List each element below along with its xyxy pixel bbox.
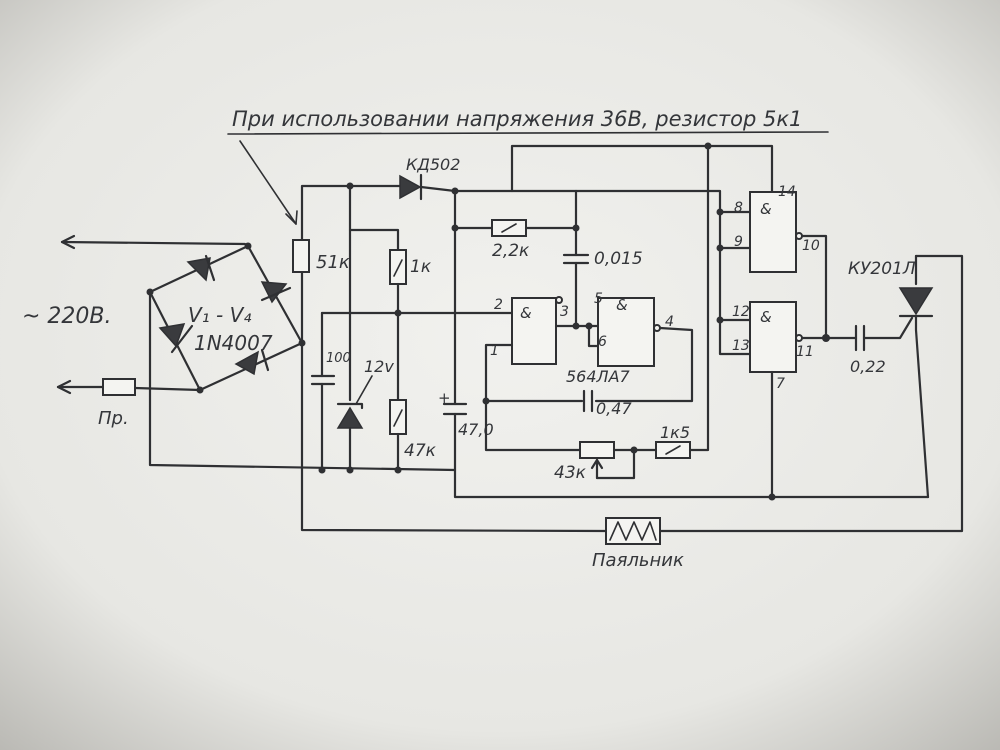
resistor-47k-mark bbox=[393, 409, 403, 427]
pin-10: 10 bbox=[802, 238, 820, 254]
zener-label: 12v bbox=[364, 357, 394, 376]
capacitor-0-47-label: 0,47 bbox=[596, 399, 632, 418]
pin-2: 2 bbox=[494, 297, 503, 313]
thyristor-anode-wire bbox=[658, 254, 964, 533]
resistor-1k-label: 1к bbox=[410, 257, 432, 277]
chip-label: 564ЛА7 bbox=[566, 367, 631, 386]
gate-1-inverter-bubble bbox=[555, 296, 563, 304]
gate-3-output bbox=[800, 234, 828, 340]
gate-2-input-6 bbox=[587, 324, 600, 348]
junction-634-450 bbox=[630, 446, 638, 454]
supply-to-u2 bbox=[510, 189, 722, 214]
capacitor-470-label: 47,0 bbox=[458, 420, 494, 439]
gate-drive-wire bbox=[862, 316, 914, 340]
ground-rail bbox=[453, 412, 930, 499]
junction-350-470 bbox=[346, 466, 354, 474]
pin-6: 6 bbox=[598, 334, 607, 350]
pin-7: 7 bbox=[776, 376, 785, 392]
load-wire-left bbox=[300, 341, 608, 533]
diode-kd502 bbox=[399, 174, 422, 200]
fuse-label: Пр. bbox=[98, 408, 129, 429]
pin-11: 11 bbox=[796, 344, 814, 360]
gate-4 bbox=[749, 301, 797, 373]
pin-14: 14 bbox=[778, 184, 796, 200]
capacitor-100-label: 100 bbox=[326, 351, 351, 366]
note-underline bbox=[227, 131, 829, 135]
pin-1: 1 bbox=[490, 343, 499, 359]
bridge-part-label: 1N4007 bbox=[194, 331, 273, 355]
u2-input-wires bbox=[718, 210, 752, 322]
diode-bridge bbox=[146, 242, 306, 394]
junction-826-338 bbox=[822, 334, 830, 342]
gate-2-mark: & bbox=[616, 296, 628, 314]
r1k-wire-top bbox=[348, 228, 400, 252]
diode-label: КД502 bbox=[406, 155, 460, 174]
junction-772-497 bbox=[768, 493, 776, 501]
fuse-symbol bbox=[102, 378, 136, 396]
zener-arrow bbox=[355, 375, 373, 405]
gate-3-mark: & bbox=[760, 200, 772, 218]
zener-bar bbox=[336, 402, 364, 410]
gate-2 bbox=[597, 297, 655, 367]
load-zigzag bbox=[609, 521, 657, 541]
pin-8: 8 bbox=[734, 200, 743, 216]
resistor-1k5-label: 1к5 bbox=[660, 423, 690, 442]
junction-398-470 bbox=[394, 466, 402, 474]
capacitor-0-47 bbox=[582, 389, 594, 413]
capacitor-470-plus: + bbox=[438, 389, 451, 407]
capacitor-0-22-label: 0,22 bbox=[850, 357, 886, 376]
load-label: Паяльник bbox=[592, 550, 684, 571]
u2-left-bus bbox=[718, 210, 752, 356]
thyristor-label: КУ201Л bbox=[848, 259, 916, 279]
r1k5-to-supply bbox=[688, 144, 710, 452]
thyristor-body bbox=[898, 287, 934, 316]
pin-9: 9 bbox=[734, 234, 743, 250]
potentiometer-43k bbox=[579, 441, 615, 459]
gate-1 bbox=[511, 297, 557, 365]
junction-576-326 bbox=[572, 322, 580, 330]
pot-wiper-arrow bbox=[590, 458, 604, 470]
pin-3: 3 bbox=[560, 304, 569, 320]
capacitor-0-015-label: 0,015 bbox=[594, 249, 643, 269]
resistor-2-2k-mark bbox=[501, 223, 517, 233]
note-arrow-head bbox=[285, 210, 298, 225]
pin-13: 13 bbox=[732, 338, 750, 354]
bridge-name-label: V₁ - V₄ bbox=[188, 303, 251, 327]
negative-rail bbox=[148, 290, 457, 472]
potentiometer-label: 43к bbox=[554, 463, 587, 483]
pin-5: 5 bbox=[594, 291, 603, 307]
junction-322-470 bbox=[318, 466, 326, 474]
note-text: При использовании напряжения 36В, резист… bbox=[232, 107, 802, 131]
gate-2-feedback bbox=[594, 326, 694, 403]
thyristor-cathode-wire bbox=[914, 314, 930, 499]
mains-label: ~ 220В. bbox=[22, 304, 112, 329]
pot-wiper-wire bbox=[595, 448, 636, 480]
resistor-1k-mark bbox=[393, 259, 403, 277]
resistor-2-2k-label: 2,2к bbox=[492, 241, 530, 261]
resistor-51k bbox=[292, 239, 310, 273]
positive-rail-left bbox=[300, 184, 402, 345]
gate-1-mark: & bbox=[520, 304, 532, 322]
note-arrow bbox=[239, 140, 297, 225]
pin-12: 12 bbox=[732, 304, 750, 320]
gate-4-mark: & bbox=[760, 308, 772, 326]
gate-3 bbox=[749, 191, 797, 273]
pin-4: 4 bbox=[665, 314, 674, 330]
resistor-1k5-mark bbox=[665, 445, 681, 455]
resistor-51k-label: 51к bbox=[316, 252, 350, 273]
resistor-47k-label: 47к bbox=[404, 441, 437, 461]
